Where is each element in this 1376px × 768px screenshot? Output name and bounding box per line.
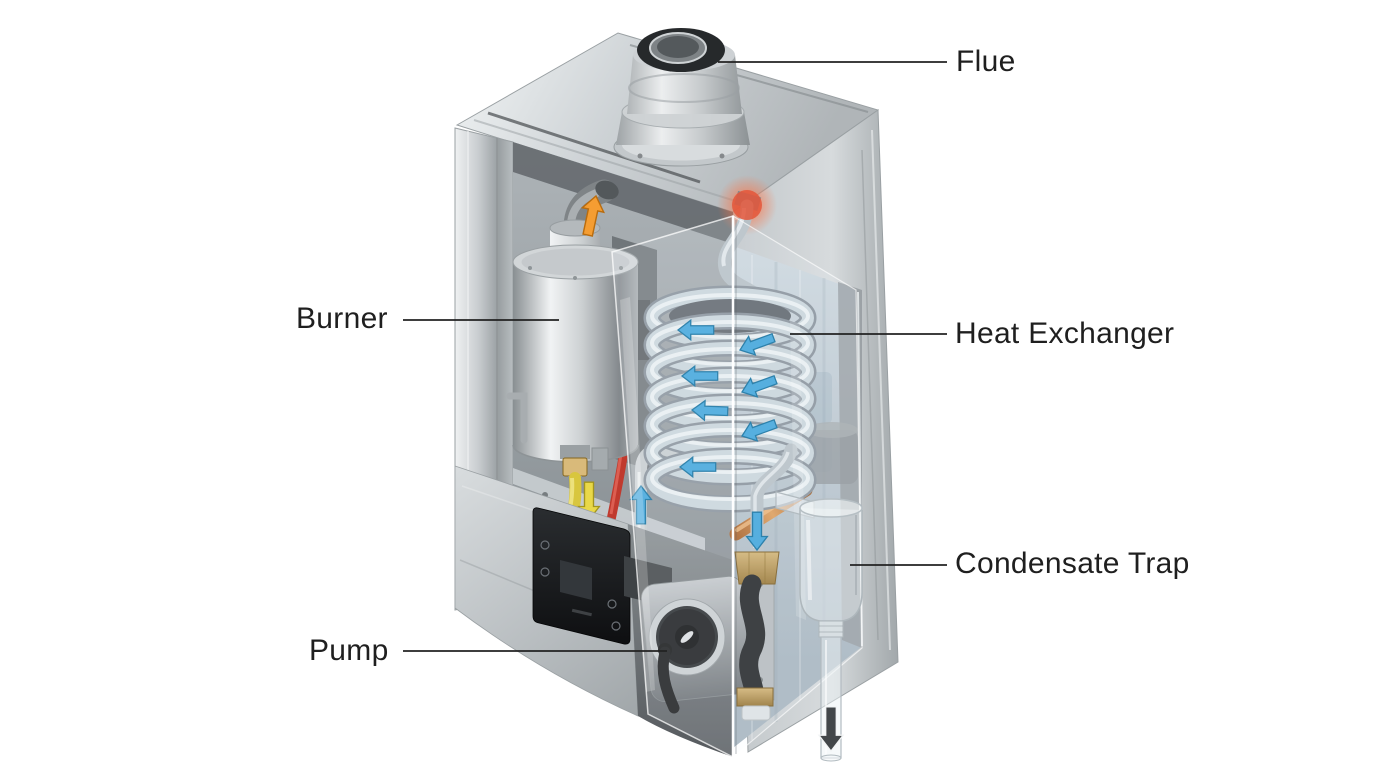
right-panel-edge-highlight bbox=[871, 129, 891, 651]
burner-handle bbox=[506, 392, 528, 444]
burner-base-fitting bbox=[560, 445, 590, 459]
pump-screw-slot bbox=[680, 631, 694, 643]
white-fitting bbox=[741, 705, 771, 721]
coil-turns bbox=[643, 312, 817, 513]
label-condensate-trap: Condensate Trap bbox=[955, 547, 1190, 580]
cavity-ceiling-shadow bbox=[513, 142, 733, 244]
pump-cable bbox=[657, 646, 680, 714]
trap-neck bbox=[818, 620, 844, 638]
igniter-block bbox=[591, 447, 609, 471]
expansion-fitting bbox=[806, 422, 858, 484]
label-heat-exchanger: Heat Exchanger bbox=[955, 317, 1175, 350]
right-panel-seam bbox=[861, 149, 879, 641]
control-display bbox=[532, 507, 631, 645]
black-hose bbox=[739, 574, 766, 710]
coil-outlet-pipe bbox=[750, 443, 798, 559]
top-face-slot bbox=[487, 111, 701, 184]
condensate-trap bbox=[775, 491, 863, 762]
heat-exchanger-coil bbox=[643, 175, 817, 559]
label-pump: Pump bbox=[309, 634, 389, 667]
leader-lines bbox=[403, 61, 947, 652]
trap-rim bbox=[799, 498, 863, 518]
flue-terminal bbox=[613, 28, 750, 167]
top-face-groove-front bbox=[473, 119, 743, 204]
brass-nut-upper bbox=[734, 551, 780, 585]
touch-icon bbox=[540, 540, 550, 550]
acrylic-front-panel bbox=[611, 214, 734, 759]
display-logo-mark bbox=[571, 608, 592, 617]
display-screen bbox=[560, 560, 592, 600]
touch-icon bbox=[611, 621, 621, 631]
burner-body bbox=[513, 262, 638, 445]
label-burner: Burner bbox=[296, 302, 388, 335]
touch-icon bbox=[607, 599, 617, 609]
touch-icon bbox=[540, 567, 550, 577]
flexible-hoses bbox=[734, 551, 780, 721]
label-flue: Flue bbox=[956, 45, 1016, 78]
